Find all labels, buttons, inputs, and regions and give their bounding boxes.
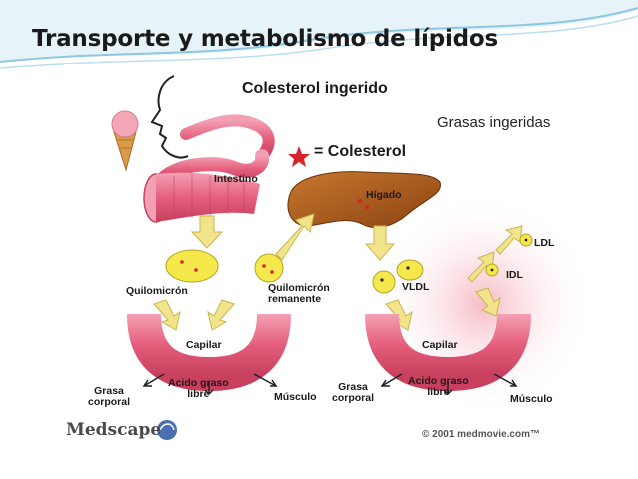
grasa-corporal-right-line-2: corporal [332,392,375,405]
musculo-right-label: Músculo [510,393,553,405]
quilomicron-label: Quilomicrón [126,285,188,297]
grasa-corporal-left-label: Grasa corporal [88,385,131,409]
capilar-right-label: Capilar [422,339,458,351]
intestino-label: Intestino [214,173,258,185]
vldl-particle-right [396,259,424,281]
medscape-logo-icon [157,420,177,440]
copyright-label: © 2001 medmovie.com™ [422,429,540,440]
diagram-artwork [111,75,586,440]
grasa-corporal-left-line-2: corporal [88,396,131,409]
chylomicron-particle [165,249,219,283]
flow-arrows [153,213,523,331]
acido-graso-left-label: Acido graso libre [168,377,229,401]
acido-graso-right-line-2: libre [427,386,450,399]
acido-graso-left-line-1: Acido graso [168,377,229,389]
acido-graso-right-label: Acido graso libre [408,375,469,399]
vldl-particle-left [372,270,396,294]
vldl-label: VLDL [402,281,430,293]
capilar-left-label: Capilar [186,339,222,351]
colesterol-legend-label: = Colesterol [314,143,407,160]
header-wave [0,0,638,69]
grasa-corporal-left-line-1: Grasa [94,385,124,397]
grasa-corporal-right-line-1: Grasa [338,381,368,393]
idl-label: IDL [506,269,523,281]
quilomicron-remanente-label: Quilomicrón remanente [268,282,330,306]
musculo-left-label: Músculo [274,391,317,403]
ice-cream-icon [111,110,139,172]
medscape-logo-text: Medscape [66,420,162,440]
acido-graso-right-line-1: Acido graso [408,375,469,387]
grasas-ingeridas-label: Grasas ingeridas [437,114,551,131]
quilomicron-remanente-line-2: remanente [268,293,322,306]
capillary-left [127,313,291,392]
lipoprotein-particles [165,233,533,294]
ldl-label: LDL [534,237,555,249]
acido-graso-left-line-2: libre [187,388,210,401]
face-profile [150,75,189,159]
lipid-transport-diagram: Colesterol ingerido Grasas ingeridas = C… [64,64,586,444]
grasa-corporal-right-label: Grasa corporal [332,381,375,405]
quilomicron-remanente-line-1: Quilomicrón [268,282,330,294]
colesterol-ingerido-label: Colesterol ingerido [242,80,388,97]
tissue-arrows [142,373,518,396]
cholesterol-star-icon [288,146,310,167]
slide-title: Transporte y metabolismo de lípidos [32,26,499,52]
capillary-right [365,313,531,392]
higado-label: Hígado [366,189,402,201]
intestine-illustration [143,114,275,223]
remnant-particle [254,253,284,283]
